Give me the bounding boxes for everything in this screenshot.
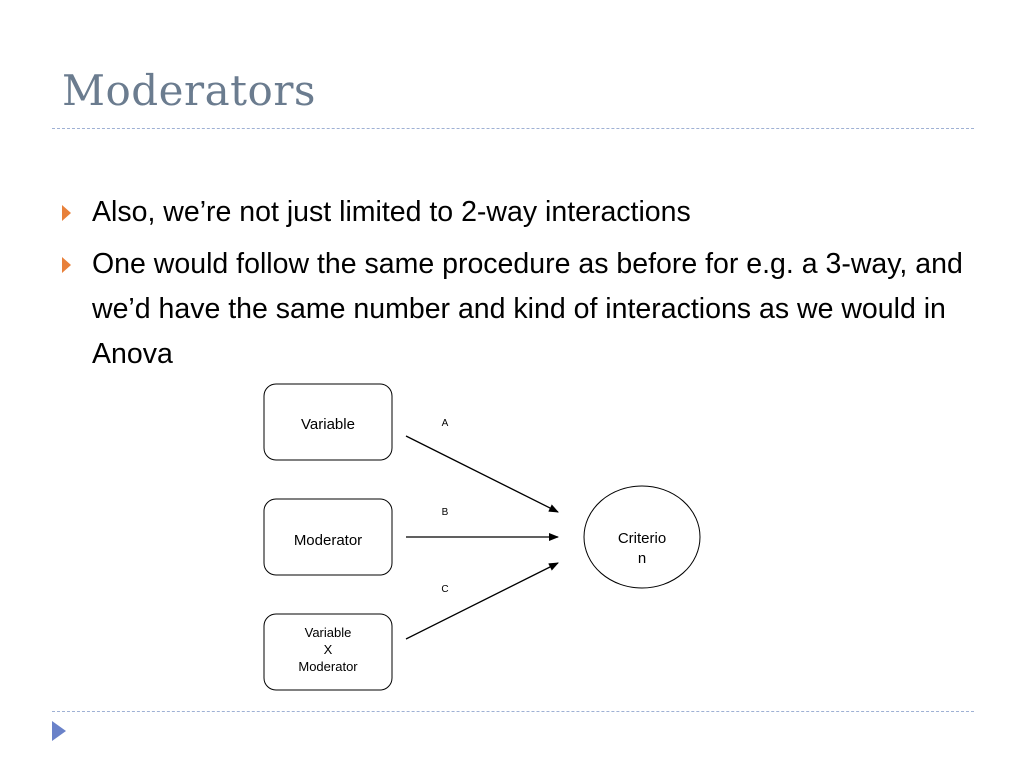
criterion-label-line1: Criterio [618, 530, 666, 547]
path-c-arrow [405, 562, 559, 640]
bullet-item: One would follow the same procedure as b… [62, 242, 972, 377]
path-a-label: A [442, 418, 449, 429]
criterion-node: Criterio n [583, 485, 701, 589]
moderator-box-label: Moderator [294, 532, 362, 549]
bullet-text: Also, we’re not just limited to 2-way in… [92, 196, 691, 228]
slide-title: Moderators [62, 66, 316, 115]
criterion-label-line2: n [638, 550, 646, 567]
interaction-box-label-line2: X [324, 642, 333, 657]
bullet-list: Also, we’re not just limited to 2-way in… [62, 190, 972, 384]
moderator-box: Moderator [263, 498, 393, 576]
interaction-box: Variable X Moderator [263, 613, 393, 691]
path-c-label: C [441, 584, 448, 595]
interaction-box-label-line1: Variable [305, 625, 352, 640]
path-a-arrow [405, 435, 559, 513]
title-divider [52, 128, 974, 129]
path-b-label: B [442, 507, 449, 518]
footer-divider [52, 711, 974, 712]
play-triangle-icon [52, 721, 66, 741]
bullet-item: Also, we’re not just limited to 2-way in… [62, 190, 972, 235]
triangle-bullet-icon [62, 205, 71, 221]
variable-box-label: Variable [301, 416, 355, 433]
interaction-box-label-line3: Moderator [298, 659, 358, 674]
bullet-text: One would follow the same procedure as b… [92, 248, 963, 370]
triangle-bullet-icon [62, 257, 71, 273]
variable-box: Variable [263, 383, 393, 461]
